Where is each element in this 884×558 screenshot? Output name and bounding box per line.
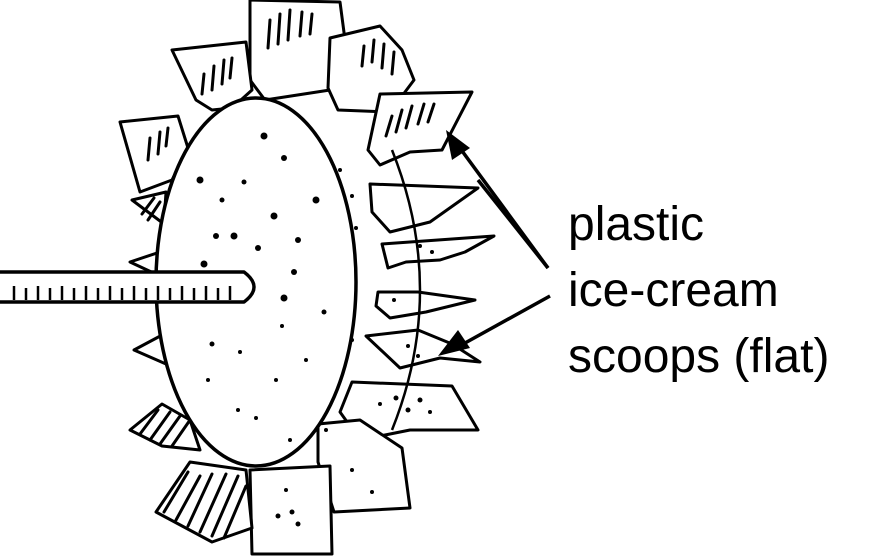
scoop-fin-right-center [382, 236, 494, 268]
scoop-fin-right-small [376, 292, 475, 318]
label-line-ice-cream: ice-cream [568, 258, 779, 324]
label-line-plastic: plastic [568, 192, 704, 258]
axle [0, 272, 254, 302]
scoop-fin-right-mid [370, 184, 478, 232]
label-line-scoops-flat: scoops (flat) [568, 324, 829, 390]
